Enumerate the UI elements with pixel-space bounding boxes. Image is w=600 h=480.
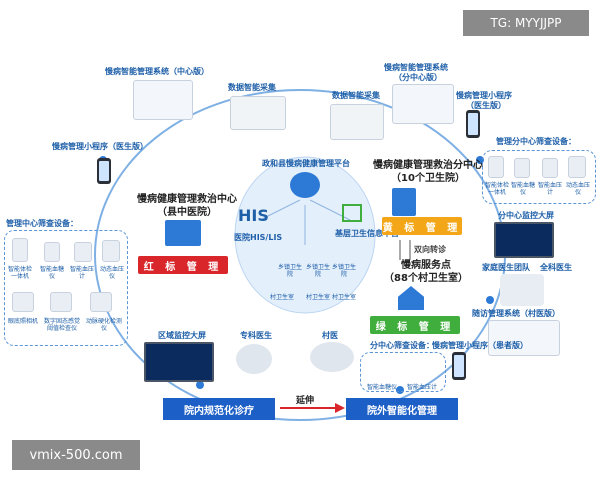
top-right-collect-devices bbox=[330, 104, 384, 140]
right-screen-doctor: 全科医生 bbox=[540, 263, 572, 272]
his-label: 医院HIS/LIS bbox=[234, 233, 283, 242]
right-screen-title: 分中心监控大屏 bbox=[498, 211, 554, 220]
right-device-4 bbox=[568, 156, 586, 178]
bottom-right-device-2-label: 智能血压计 bbox=[406, 384, 437, 391]
right-device-2-label: 智能血糖仪 bbox=[510, 182, 535, 196]
referral-label: 双向转诊 bbox=[414, 245, 446, 254]
county-center-subtitle: （县中医院） bbox=[157, 207, 217, 218]
center-node-3: 乡镇卫生院 bbox=[332, 264, 357, 278]
top-left-system-label: 慢病智能管理系统（中心版） bbox=[105, 67, 209, 76]
left-device-6 bbox=[50, 292, 72, 312]
top-left-app-label: 慢病管理小程序（医生版） bbox=[52, 142, 148, 151]
bottom-right-phone bbox=[452, 352, 466, 380]
his-logo: HIS bbox=[238, 206, 269, 225]
top-left-collect-devices bbox=[230, 96, 286, 130]
bottom-right-app-label: 慢病管理小程序（患者版） bbox=[432, 341, 528, 350]
watermark-bottom: vmix-500.com bbox=[12, 440, 140, 470]
bottom-left-monitor bbox=[144, 342, 214, 382]
center-node-2: 乡镇卫生院 bbox=[306, 264, 331, 278]
center-node-6: 村卫生室 bbox=[332, 294, 357, 301]
service-point-title: 慢病服务点 bbox=[401, 260, 451, 271]
center-node-1: 乡镇卫生院 bbox=[278, 264, 303, 278]
doctor-photo bbox=[500, 274, 544, 306]
sub-center-title: 慢病健康管理救治分中心 bbox=[373, 160, 483, 171]
right-device-4-label: 动态血压仪 bbox=[565, 182, 590, 196]
green-banner: 绿 标 管 理 bbox=[370, 316, 460, 334]
right-devices-title: 管理分中心筛查设备： bbox=[496, 137, 576, 146]
bottom-left-specialist-label: 专科医生 bbox=[240, 331, 272, 340]
yellow-banner: 黄 标 管 理 bbox=[382, 217, 462, 235]
sub-center-subtitle: （10个卫生院） bbox=[391, 173, 465, 184]
right-follow-screenshot bbox=[488, 320, 560, 356]
footer-right-label: 院外智能化管理 bbox=[346, 398, 458, 420]
bottom-right-devices-box bbox=[360, 352, 446, 392]
top-right-phone bbox=[466, 110, 480, 138]
village-doctor-photo bbox=[310, 342, 354, 372]
left-device-4-label: 动态血压仪 bbox=[99, 266, 124, 280]
watermark-top: TG: MYYJJPP bbox=[463, 10, 589, 36]
right-device-2 bbox=[514, 158, 530, 178]
right-device-1-label: 智能体检一体机 bbox=[484, 182, 509, 196]
village-doctor-label: 村医 bbox=[322, 331, 338, 340]
service-point-subtitle: （88个村卫生室） bbox=[384, 273, 468, 284]
top-left-phone bbox=[97, 158, 111, 184]
center-node-4: 村卫生室 bbox=[270, 294, 295, 301]
right-screen-monitor bbox=[494, 222, 554, 258]
bottom-right-devices-label: 分中心筛查设备： bbox=[370, 341, 434, 350]
center-platform-title: 政和县慢病健康管理平台 bbox=[262, 159, 350, 168]
left-devices-box bbox=[4, 230, 128, 346]
top-right-system-label: 慢病智能管理系统 bbox=[384, 63, 448, 72]
left-devices-title: 管理中心筛查设备： bbox=[6, 219, 78, 228]
left-device-7-label: 动脉硬化检测仪 bbox=[85, 318, 122, 332]
left-device-2-label: 智能血糖仪 bbox=[39, 266, 64, 280]
top-right-system-sub: （分中心版） bbox=[394, 73, 442, 82]
left-device-3-label: 智能血压计 bbox=[69, 266, 94, 280]
sub-center-building-icon bbox=[392, 188, 416, 216]
base-platform-icon bbox=[342, 204, 362, 222]
right-screen-team: 家庭医生团队 bbox=[482, 263, 530, 272]
left-device-5 bbox=[12, 292, 34, 312]
right-follow-title: 随访管理系统（村医版） bbox=[472, 309, 560, 318]
center-node-5: 村卫生室 bbox=[306, 294, 331, 301]
left-device-7 bbox=[90, 292, 112, 312]
top-right-app-label: 慢病管理小程序 bbox=[456, 91, 512, 100]
right-device-3 bbox=[542, 158, 558, 178]
specialist-photo bbox=[236, 344, 272, 374]
footer-arrow-label: 延伸 bbox=[296, 396, 315, 406]
left-device-6-label: 数字固态感觉阈值检查仪 bbox=[43, 318, 80, 332]
top-right-system-screenshot bbox=[392, 84, 454, 124]
left-device-3 bbox=[74, 242, 92, 262]
red-banner: 红 标 管 理 bbox=[138, 256, 228, 274]
right-devices-box bbox=[482, 150, 596, 204]
hospital-icon bbox=[165, 220, 201, 246]
base-platform-label: 基层卫生信息平台 bbox=[335, 229, 399, 238]
county-center-title: 慢病健康管理救治中心 bbox=[137, 194, 237, 205]
left-device-1-label: 智能体检一体机 bbox=[7, 266, 32, 280]
right-device-1 bbox=[488, 156, 504, 178]
platform-logo-icon bbox=[290, 172, 320, 198]
left-device-1 bbox=[12, 238, 28, 262]
bottom-left-screen-label: 区域监控大屏 bbox=[158, 331, 206, 340]
top-left-system-screenshot bbox=[133, 80, 193, 120]
top-right-app-sub: （医生版） bbox=[466, 101, 506, 110]
footer-left-label: 院内规范化诊疗 bbox=[163, 398, 275, 420]
top-left-collect-label: 数据智能采集 bbox=[228, 83, 276, 92]
left-device-5-label: 眼底照相机 bbox=[7, 318, 38, 325]
left-device-4 bbox=[102, 240, 120, 262]
right-device-3-label: 智能血压计 bbox=[537, 182, 562, 196]
bottom-right-device-1-label: 智能血糖仪 bbox=[366, 384, 397, 391]
left-device-2 bbox=[44, 242, 60, 262]
top-right-collect-label: 数据智能采集 bbox=[332, 91, 380, 100]
